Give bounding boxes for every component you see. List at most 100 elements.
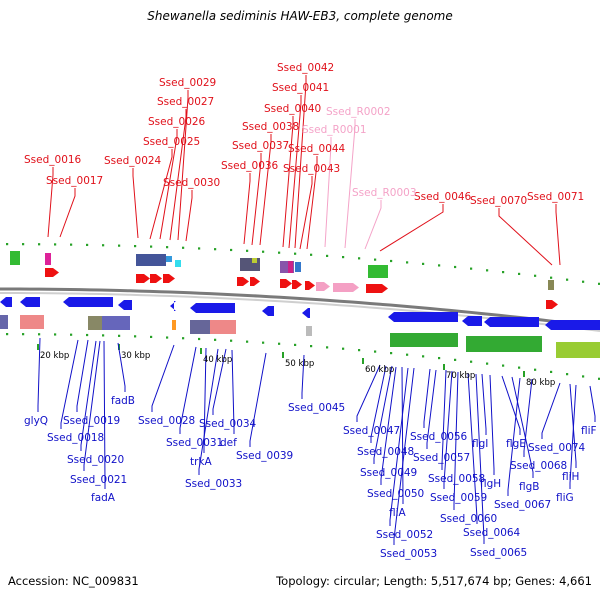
reverse-gene-label: Ssed_0021 [70, 474, 127, 486]
position-dot [390, 352, 393, 355]
forward-leader-line [555, 204, 561, 266]
reverse-leader-line [37, 337, 41, 412]
reverse-gene-label: Ssed_0049 [360, 467, 417, 479]
reverse-gene-arrow [302, 308, 310, 318]
forward-gene-label: Ssed_0071 [527, 191, 584, 203]
position-dot [54, 243, 57, 246]
position-dot [214, 248, 217, 251]
position-dot [150, 335, 153, 339]
reverse-gene-label: Ssed_0068 [510, 460, 567, 472]
forward-gene-arrow [366, 284, 388, 293]
position-dot [438, 264, 441, 267]
reverse-leader-line [475, 373, 485, 544]
position-dot [230, 248, 233, 252]
forward-feature-block [548, 280, 554, 290]
position-dot [406, 261, 409, 264]
reverse-gene-label: Ssed_0074 [528, 442, 586, 454]
position-dot [6, 333, 9, 336]
reverse-leader-line [589, 385, 596, 422]
reverse-leader-line [426, 369, 437, 449]
scale-tick [200, 348, 202, 354]
scale-label: 80 kbp [526, 378, 555, 388]
forward-feature-block [166, 256, 172, 262]
reverse-gene-label: flgE [506, 438, 526, 450]
forward-gene-label: Ssed_0029 [159, 77, 216, 89]
reverse-leader-line [443, 370, 453, 489]
backbone-upper [0, 287, 600, 329]
reverse-gene-arrow [462, 316, 482, 326]
reverse-leader-line [198, 348, 219, 475]
scale-tick [362, 358, 364, 364]
position-dot [86, 333, 89, 337]
reverse-leader-line [249, 352, 267, 447]
position-dot [54, 333, 57, 336]
reverse-leader-line [179, 346, 197, 434]
reverse-gene-arrow [190, 303, 235, 313]
forward-gene-arrow [546, 300, 558, 309]
position-dot [534, 368, 537, 371]
reverse-leader-line [83, 340, 101, 471]
reverse-gene-arrow [545, 320, 600, 330]
position-dot [486, 269, 489, 272]
reverse-gene-arrow [262, 306, 274, 316]
position-dot [118, 244, 121, 247]
reverse-gene-label: fliA [389, 507, 407, 519]
forward-gene-arrow [237, 277, 249, 286]
reverse-gene-arrow [170, 301, 176, 311]
forward-gene-label: Ssed_0037 [232, 140, 289, 152]
forward-gene-arrow [136, 274, 150, 283]
position-dot [534, 274, 537, 277]
position-dot [470, 360, 473, 363]
reverse-feature-block [306, 326, 312, 336]
position-dot [70, 333, 73, 336]
reverse-leader-line [393, 367, 415, 545]
reverse-gene-arrow [484, 317, 539, 327]
position-dot [358, 349, 361, 352]
rna-leader-line [364, 200, 382, 250]
map-title: Shewanella sediminis HAW-EB3, complete g… [147, 9, 453, 23]
position-dot [582, 375, 585, 378]
forward-gene-label: Ssed_0025 [143, 136, 200, 148]
reverse-leader-line [401, 366, 404, 504]
reverse-feature-block [0, 315, 8, 329]
reverse-leader-line [380, 366, 397, 485]
scale-tick [282, 352, 284, 358]
forward-gene-arrow [280, 279, 292, 288]
reverse-gene-label: Ssed_0018 [47, 432, 104, 444]
reverse-gene-label: Ssed_0050 [367, 488, 424, 500]
forward-leader-line [132, 168, 139, 239]
reverse-gene-label: Ssed_0047 [343, 425, 400, 437]
position-dot [454, 265, 457, 269]
reverse-gene-label: Ssed_0020 [67, 454, 124, 466]
reverse-leader-line [569, 383, 577, 468]
forward-gene-label: Ssed_0030 [163, 177, 220, 189]
reverse-leader-line [523, 378, 533, 457]
forward-feature-block [252, 258, 257, 263]
reverse-leader-line [301, 354, 305, 399]
forward-gene-label: Ssed_0070 [470, 195, 527, 207]
forward-gene-arrow [292, 280, 302, 289]
rna-gene-label: Ssed_R0003 [352, 187, 417, 199]
position-dot [454, 358, 457, 361]
position-dot [374, 258, 377, 261]
reverse-gene-label: flgI [472, 438, 488, 450]
scale-tick [523, 371, 525, 377]
reverse-gene-label: trkA [190, 456, 213, 468]
position-dot [566, 373, 569, 376]
reverse-gene-label: Ssed_0056 [410, 431, 468, 443]
gene-labels: Ssed_0016Ssed_0017Ssed_0024Ssed_0025Ssed… [24, 62, 597, 560]
reverse-leader-line [507, 377, 521, 496]
reverse-gene-arrow [20, 297, 40, 307]
position-dot [582, 280, 585, 283]
position-dot [342, 347, 345, 350]
position-dot [38, 243, 41, 246]
reverse-gene-label: fliF [581, 425, 597, 437]
position-dot [198, 337, 201, 341]
forward-leader-line [498, 208, 553, 266]
position-dot [598, 282, 600, 285]
position-dot [150, 245, 153, 248]
position-dot [38, 333, 41, 336]
scale-label: 60 kbp [365, 365, 394, 375]
position-dot [326, 346, 329, 349]
position-dot [566, 278, 569, 281]
